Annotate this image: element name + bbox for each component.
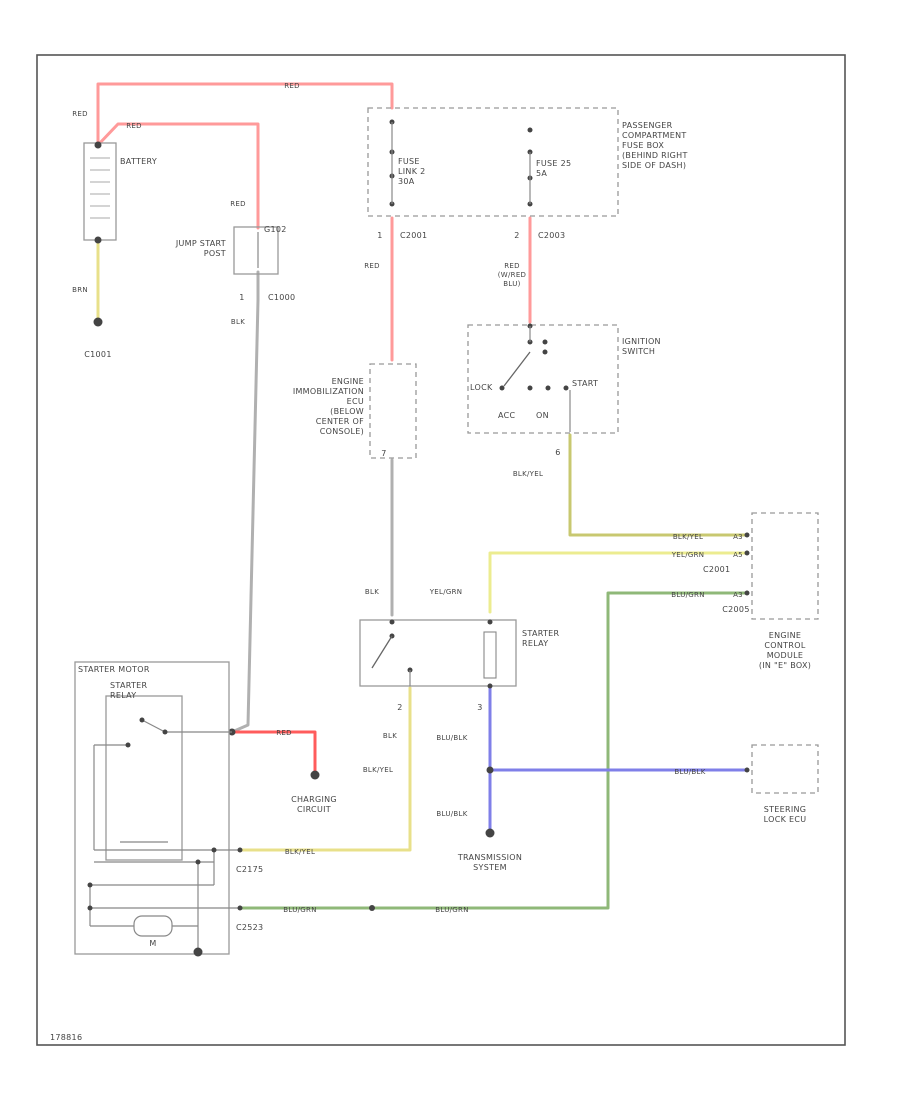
wire-label-blu-grn-bottom1: BLU/GRN — [283, 906, 316, 914]
fuse-link-2 — [389, 119, 395, 207]
wire-label-blk-yel-ecm: BLK/YEL — [673, 533, 703, 541]
blu-grn-splice — [369, 905, 375, 911]
transmission-terminal — [485, 828, 495, 838]
wire-red-top — [96, 82, 394, 147]
passenger-fuse-box — [367, 107, 619, 217]
charging-terminal — [310, 770, 320, 780]
wire-label-blk-yel-relay: BLK/YEL — [363, 766, 393, 774]
ignition-switch-contacts — [499, 323, 571, 432]
wire-label-blu-grn-ecm: BLU/GRN — [671, 591, 704, 599]
immobilizer-ecu-box — [369, 363, 417, 459]
ecm-box — [751, 512, 819, 620]
label-battery: BATTERY — [120, 157, 157, 166]
wire-red-jump — [96, 122, 260, 230]
starter-relay-box — [359, 619, 517, 687]
wire-blk-yel-ign — [568, 433, 747, 537]
wire-label-blu-blk-steer: BLU/BLK — [674, 768, 705, 776]
wire-blu-grn — [238, 591, 747, 910]
label-ign-lock: LOCK — [470, 383, 493, 392]
battery-positive-terminal — [94, 141, 102, 149]
label-c2003: C2003 — [538, 231, 565, 240]
wire-label-red-jump: RED — [230, 200, 246, 208]
wire-label-yel-grn-ecm: YEL/GRN — [671, 551, 705, 559]
wire-label-red-batt: RED — [126, 122, 142, 130]
jump-start-post-box — [233, 226, 279, 275]
label-c2001-ecm: C2001 — [703, 565, 730, 574]
label-ign-on: ON — [536, 411, 549, 420]
label-ign-pin: 6 — [555, 448, 560, 457]
label-c1000: C1000 — [268, 293, 295, 302]
label-footer: 178816 — [50, 1033, 82, 1042]
wire-label-brn: BRN — [72, 286, 88, 294]
wire-label-red-left: RED — [72, 110, 88, 118]
wire-blk-jump — [230, 270, 260, 734]
label-c2175: C2175 — [236, 865, 263, 874]
label-c1000-pin: 1 — [239, 293, 244, 302]
blu-blk-junction — [486, 766, 494, 774]
ground-c1001 — [93, 317, 103, 327]
label-ign-acc: ACC — [498, 411, 516, 420]
label-relay-pin3: 3 — [477, 703, 482, 712]
wire-label-yel-grn-relay: YEL/GRN — [429, 588, 463, 596]
diagram-frame — [36, 54, 846, 1046]
label-relay-pin2: 2 — [397, 703, 402, 712]
label-m: M — [149, 939, 156, 948]
label-ign-start: START — [572, 379, 598, 388]
wire-label-blk-jump: BLK — [231, 318, 245, 326]
label-immob-pin: 7 — [381, 449, 386, 458]
label-ecm-pin3: A3 — [733, 591, 743, 599]
wire-red-charging — [230, 730, 317, 777]
wire-label-blu-blk-trans: BLU/BLK — [436, 810, 467, 818]
wire-label-blk-yel-bottom: BLK/YEL — [285, 848, 315, 856]
starter-relay-contacts — [371, 619, 497, 689]
fuse-25 — [527, 127, 533, 207]
wire-blk-yel-bottom — [238, 686, 412, 852]
starter-motor-box — [74, 661, 230, 955]
label-c2001-pin: 1 — [377, 231, 382, 240]
wire-label-red-immob: RED — [364, 262, 380, 270]
wire-label-blk-yel-ign: BLK/YEL — [513, 470, 543, 478]
starter-motor-relay-box — [105, 695, 183, 861]
battery-cells — [90, 157, 110, 219]
wire-label-blk-relay: BLK — [365, 588, 379, 596]
label-c2001: C2001 — [400, 231, 427, 240]
ignition-switch-box — [467, 324, 619, 434]
steering-lock-ecu-box — [751, 744, 819, 794]
label-starter-motor: STARTER MOTOR — [78, 665, 150, 674]
battery-negative-terminal — [94, 236, 102, 244]
label-ecm-pin2: A5 — [733, 551, 743, 559]
starter-motor-nodes — [87, 717, 243, 957]
label-ecm-pin1: A3 — [733, 533, 743, 541]
wire-label-blu-grn-bottom2: BLU/GRN — [435, 906, 468, 914]
label-c2003-pin: 2 — [514, 231, 519, 240]
label-c2523: C2523 — [236, 923, 263, 932]
ecm-pins — [744, 532, 750, 596]
label-c1001: C1001 — [84, 350, 111, 359]
wire-label-red-top: RED — [284, 82, 300, 90]
wire-label-red-charging: RED — [276, 729, 292, 737]
wire-yel-grn — [488, 551, 747, 614]
wire-label-blu-blk-relay: BLU/BLK — [436, 734, 467, 742]
starter-motor-internals — [89, 719, 240, 952]
wire-label-blk-relay-bot: BLK — [383, 732, 397, 740]
label-g102: G102 — [264, 225, 287, 234]
label-c2005: C2005 — [722, 605, 749, 614]
